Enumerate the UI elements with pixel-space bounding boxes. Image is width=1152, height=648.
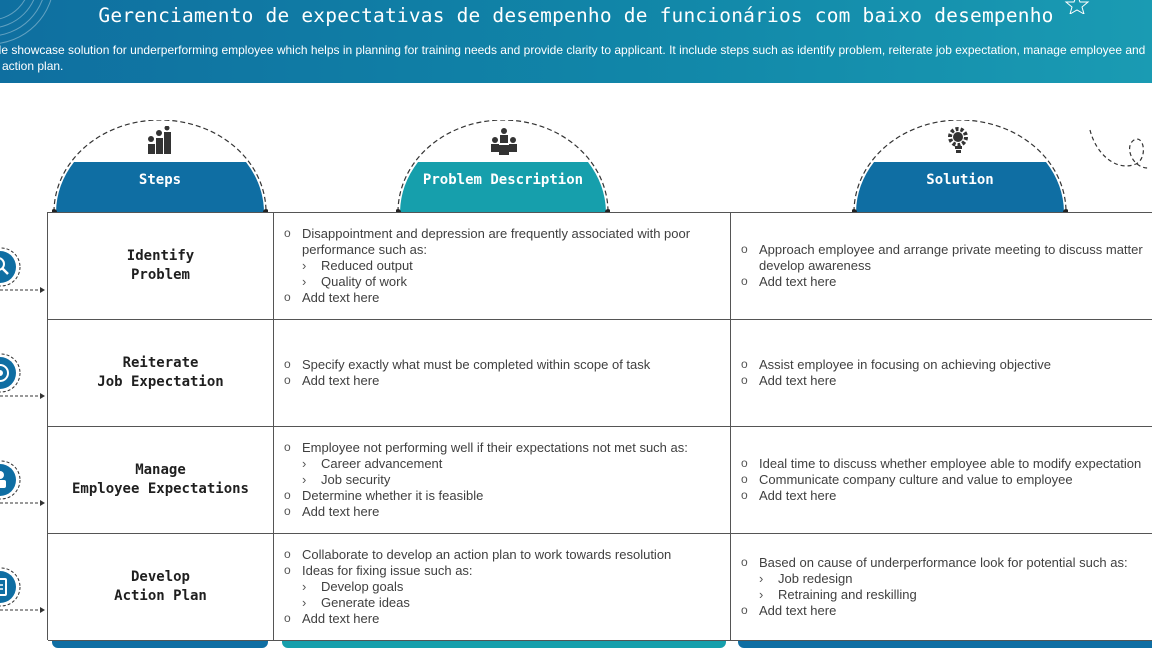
step-cell: Identify Problem xyxy=(48,213,274,319)
page-title: Gerenciamento de expectativas de desempe… xyxy=(98,4,1054,27)
list-item: Approach employee and arrange private me… xyxy=(741,241,1152,258)
solution-cell: Approach employee and arrange private me… xyxy=(731,213,1152,319)
list-item: Add text here xyxy=(284,372,924,389)
sub-list-item: Retraining and reskilling xyxy=(741,587,1152,603)
list-item: Determine whether it is feasible xyxy=(284,487,924,504)
list-item: Add text here xyxy=(741,372,1152,389)
team-people-icon xyxy=(491,128,517,155)
header-banner: Gerenciamento de expectativas de desempe… xyxy=(0,0,1152,83)
step-cell: Reiterate Job Expectation xyxy=(48,320,274,426)
solution-list: Approach employee and arrange private me… xyxy=(741,213,1152,319)
solution-list: Assist employee in focusing on achieving… xyxy=(741,320,1152,426)
sub-list-item: Job redesign xyxy=(741,571,1152,587)
solution-cell: Ideal time to discuss whether employee a… xyxy=(731,427,1152,533)
step-label: Develop Action Plan xyxy=(114,569,207,604)
solution-header-label: Solution xyxy=(926,172,994,188)
dashed-arrow-icon xyxy=(0,393,45,399)
problem-cell: Collaborate to develop an action plan to… xyxy=(274,534,731,640)
problem-list: Employee not performing well if their ex… xyxy=(284,427,924,533)
subtitle-line-1: ide showcase solution for underperformin… xyxy=(0,43,1146,57)
problem-list: Collaborate to develop an action plan to… xyxy=(284,534,924,640)
sub-list-item: Career advancement xyxy=(284,456,924,472)
steps-podium-icon xyxy=(148,126,171,154)
list-item: Add text here xyxy=(741,487,1152,504)
problem-cell: Specify exactly what must be completed w… xyxy=(274,320,731,426)
subtitle-line-2: p action plan. xyxy=(0,58,64,73)
solution-list: Ideal time to discuss whether employee a… xyxy=(741,427,1152,533)
dashed-arrow-icon xyxy=(0,287,45,293)
solution-column-header: Solution xyxy=(852,120,1068,213)
list-item: Ideas for fixing issue such as: xyxy=(284,562,924,579)
sub-list-item: Reduced output xyxy=(284,258,924,274)
list-item: Communicate company culture and value to… xyxy=(741,471,1152,488)
star-icon xyxy=(1064,0,1090,14)
list-item: Collaborate to develop an action plan to… xyxy=(284,546,924,563)
problem-bottom-bar xyxy=(282,641,726,648)
problem-column-header: Problem Description xyxy=(396,120,610,213)
dashed-arrow-icon xyxy=(0,607,45,613)
problem-list: Specify exactly what must be completed w… xyxy=(284,320,924,426)
list-item: Add text here xyxy=(284,503,924,520)
expectations-table: Identify Problem Disappointment and depre… xyxy=(47,212,1152,641)
table-row: Identify Problem Disappointment and depre… xyxy=(48,213,1152,320)
list-item: Specify exactly what must be completed w… xyxy=(284,356,924,373)
list-item: Based on cause of underperformance look … xyxy=(741,554,1152,571)
table-row: Manage Employee Expectations Employee not… xyxy=(48,427,1152,534)
problem-cell: Disappointment and depression are freque… xyxy=(274,213,731,319)
list-item: Add text here xyxy=(741,602,1152,619)
steps-column-header: Steps xyxy=(52,120,268,213)
table-row: Develop Action Plan Collaborate to devel… xyxy=(48,534,1152,641)
person-icon xyxy=(0,460,21,500)
list-item: Disappointment and depression are freque… xyxy=(284,225,704,258)
list-item: Add text here xyxy=(284,610,924,627)
problem-cell: Employee not performing well if their ex… xyxy=(274,427,731,533)
solution-cell: Assist employee in focusing on achieving… xyxy=(731,320,1152,426)
problem-header-label: Problem Description xyxy=(422,172,584,188)
table-row: Reiterate Job Expectation Specify exactly… xyxy=(48,320,1152,427)
plan-icon xyxy=(0,567,21,607)
steps-bottom-bar xyxy=(52,641,268,648)
target-icon xyxy=(0,353,21,393)
list-item: Add text here xyxy=(741,273,1152,290)
step-cell: Develop Action Plan xyxy=(48,534,274,640)
solution-bottom-bar xyxy=(738,641,1152,648)
step-label: Reiterate Job Expectation xyxy=(97,355,224,390)
problem-list: Disappointment and depression are freque… xyxy=(284,213,924,319)
list-item-continuation: develop awareness xyxy=(759,258,872,273)
decorative-swirl-icon xyxy=(1089,129,1149,169)
dashed-arrow-icon xyxy=(0,500,45,506)
gear-bulb-icon xyxy=(948,127,968,153)
list-item: Ideal time to discuss whether employee a… xyxy=(741,455,1152,472)
step-cell: Manage Employee Expectations xyxy=(48,427,274,533)
steps-header-label: Steps xyxy=(138,172,182,188)
page-subtitle: ide showcase solution for underperformin… xyxy=(0,43,1152,74)
sub-list-item: Job security xyxy=(284,472,924,488)
step-label: Identify Problem xyxy=(126,248,195,283)
step-label: Manage Employee Expectations xyxy=(71,462,249,497)
solution-cell: Based on cause of underperformance look … xyxy=(731,534,1152,640)
solution-list: Based on cause of underperformance look … xyxy=(741,534,1152,640)
search-icon xyxy=(0,247,21,287)
sub-list-item: Develop goals xyxy=(284,579,924,595)
list-item: Add text here xyxy=(284,289,924,306)
list-item: Employee not performing well if their ex… xyxy=(284,439,704,456)
list-item: Assist employee in focusing on achieving… xyxy=(741,356,1152,373)
sub-list-item: Quality of work xyxy=(284,274,924,290)
sub-list-item: Generate ideas xyxy=(284,595,924,611)
